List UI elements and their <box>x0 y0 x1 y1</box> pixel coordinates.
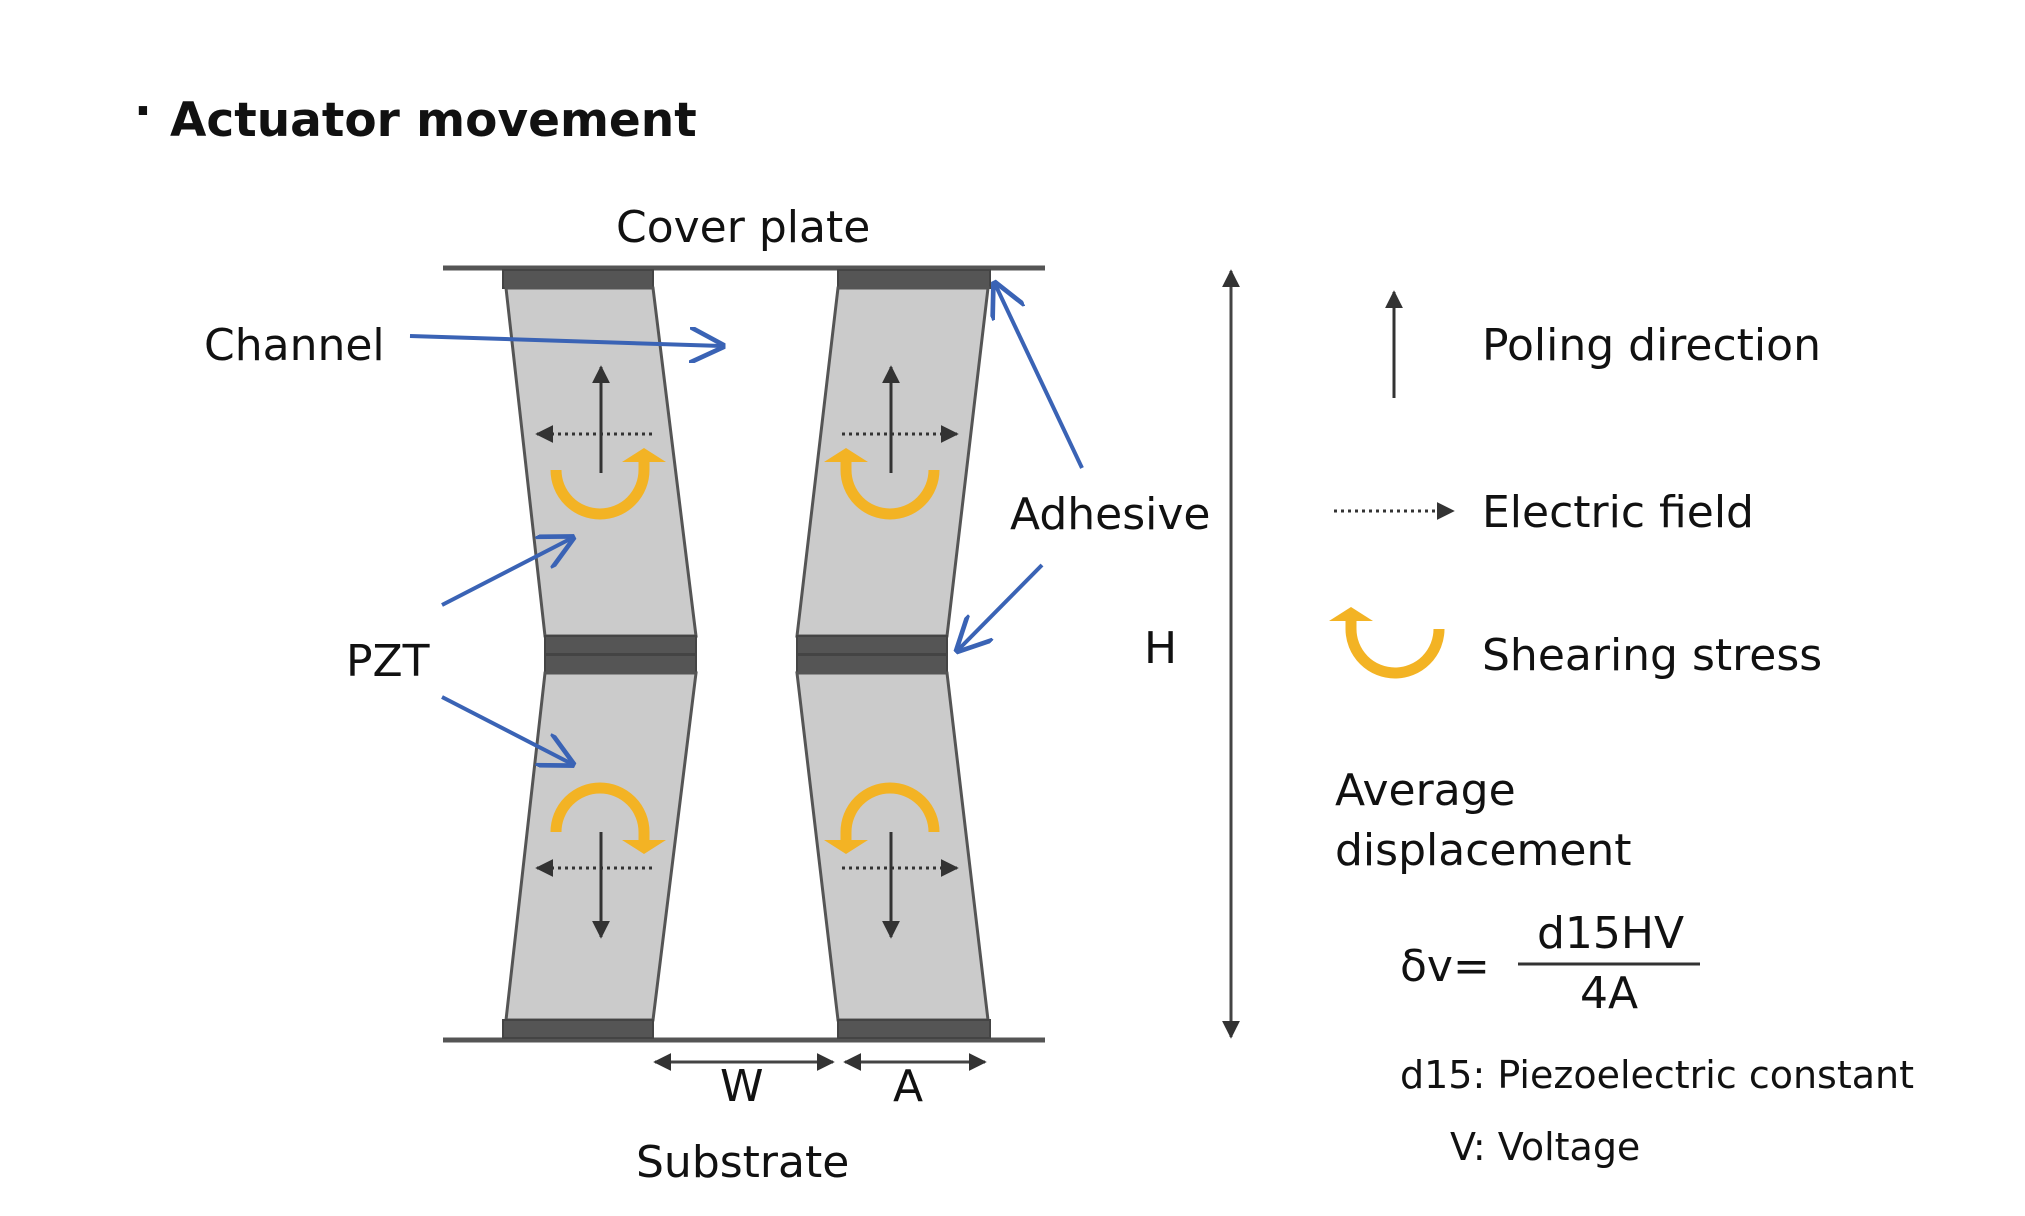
channel-pointer <box>409 336 722 346</box>
formula-numerator: d15HV <box>1537 908 1684 959</box>
right-wall <box>795 269 991 1039</box>
title-bullet: · <box>134 84 152 139</box>
adhesive-layer <box>544 635 697 655</box>
legend: Poling direction Electric field Shearing… <box>1329 290 1822 681</box>
pzt-pointer-upper <box>441 538 572 607</box>
right-upper-arrows <box>824 365 959 520</box>
left-lower-arrows <box>535 782 666 939</box>
height-label: H <box>1144 623 1177 674</box>
adhesive-layer <box>796 654 948 674</box>
substrate-label: Substrate <box>636 1137 849 1188</box>
adhesive-layer <box>796 635 948 655</box>
width-label: W <box>720 1061 764 1112</box>
cover-plate-label: Cover plate <box>616 202 870 253</box>
formula-heading-1: Average <box>1335 765 1516 816</box>
shearing-stress-icon <box>840 462 940 520</box>
page-title: Actuator movement <box>170 93 697 148</box>
right-lower-arrows <box>824 782 959 939</box>
curved-arrow-icon <box>1345 621 1445 679</box>
shearing-stress-icon <box>550 782 650 840</box>
adhesive-layer <box>502 1019 654 1039</box>
legend-shearing-label: Shearing stress <box>1482 630 1822 681</box>
adhesive-pointer-upper <box>995 284 1084 469</box>
legend-electric-label: Electric field <box>1482 487 1754 538</box>
pzt-label: PZT <box>346 636 430 687</box>
pzt-pointer-lower <box>441 695 572 764</box>
adhesive-pointer-lower <box>958 563 1044 650</box>
formula-heading-2: displacement <box>1335 825 1632 876</box>
adhesive-layer <box>837 269 991 289</box>
definition-d15: d15: Piezoelectric constant <box>1400 1053 1914 1097</box>
definition-v: V: Voltage <box>1450 1125 1640 1169</box>
adhesive-layer <box>837 1019 991 1039</box>
channel-label: Channel <box>204 320 385 371</box>
a-label: A <box>893 1061 923 1112</box>
formula: Average displacement δv= d15HV 4A d15: P… <box>1335 765 1914 1169</box>
legend-poling-label: Poling direction <box>1482 320 1821 371</box>
formula-denominator: 4A <box>1580 968 1638 1019</box>
formula-lhs: δv= <box>1400 941 1490 992</box>
adhesive-layer <box>502 269 654 289</box>
adhesive-layer <box>544 654 697 674</box>
adhesive-label: Adhesive <box>1010 489 1210 540</box>
left-upper-arrows <box>535 365 666 520</box>
shearing-stress-icon <box>840 782 940 840</box>
shearing-stress-icon <box>550 462 650 520</box>
